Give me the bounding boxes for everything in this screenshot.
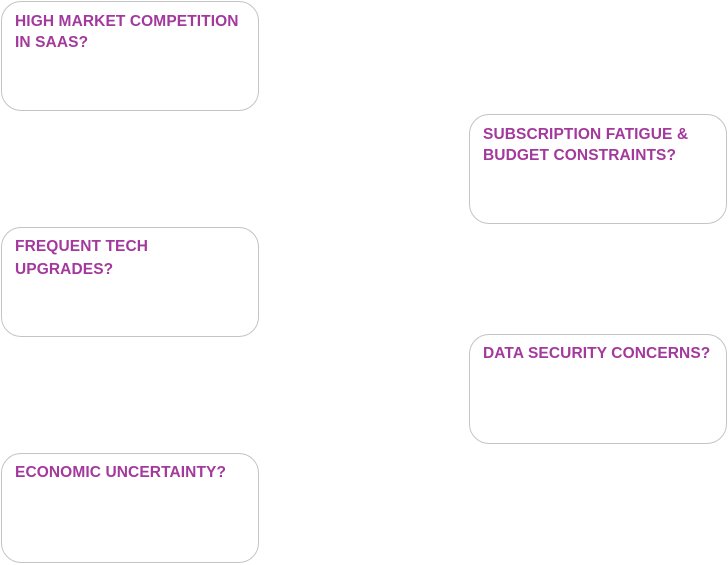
card-data-security: DATA SECURITY CONCERNS? (469, 334, 727, 444)
card-title: FREQUENT TECH UPGRADES? (15, 238, 149, 278)
card-title: HIGH MARKET COMPETITION IN SAAS? (15, 13, 239, 51)
card-market-competition: HIGH MARKET COMPETITION IN SAAS? (1, 1, 259, 111)
card-economic-uncertainty: ECONOMIC UNCERTAINTY? (1, 453, 259, 563)
card-tech-upgrades: FREQUENT TECH UPGRADES? (1, 227, 259, 337)
card-subscription-fatigue: SUBSCRIPTION FATIGUE & BUDGET CONSTRAINT… (469, 114, 727, 224)
card-title: ECONOMIC UNCERTAINTY? (15, 464, 227, 481)
card-title: DATA SECURITY CONCERNS? (483, 345, 711, 362)
card-title: SUBSCRIPTION FATIGUE & BUDGET CONSTRAINT… (483, 126, 689, 164)
